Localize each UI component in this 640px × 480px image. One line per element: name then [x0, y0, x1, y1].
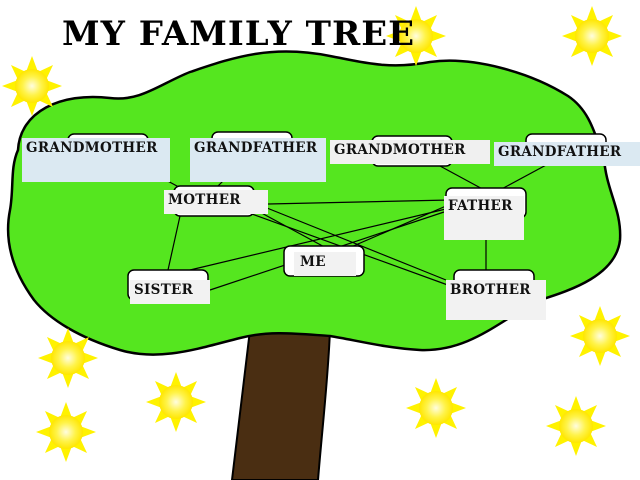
label-grandfather-left: GRANDFATHER: [190, 138, 326, 182]
sun-icon: [38, 328, 98, 388]
sun-icon: [2, 56, 62, 116]
sun-icon: [546, 396, 606, 456]
page-title: MY FAMILY TREE: [62, 14, 416, 54]
label-grandmother-left: GRANDMOTHER: [22, 138, 170, 182]
label-father: FATHER: [444, 196, 524, 240]
sun-icon: [146, 372, 206, 432]
label-grandfather-right: GRANDFATHER: [494, 142, 640, 166]
sun-icon: [570, 306, 630, 366]
tree-trunk: [230, 329, 332, 480]
label-sister: SISTER: [130, 280, 210, 304]
label-grandmother-right: GRANDMOTHER: [330, 140, 490, 164]
label-me: ME: [294, 252, 356, 276]
label-mother: MOTHER: [164, 190, 268, 214]
label-brother: BROTHER: [446, 280, 546, 320]
sun-icon: [406, 378, 466, 438]
sun-icon: [562, 6, 622, 66]
sun-icon: [36, 402, 96, 462]
